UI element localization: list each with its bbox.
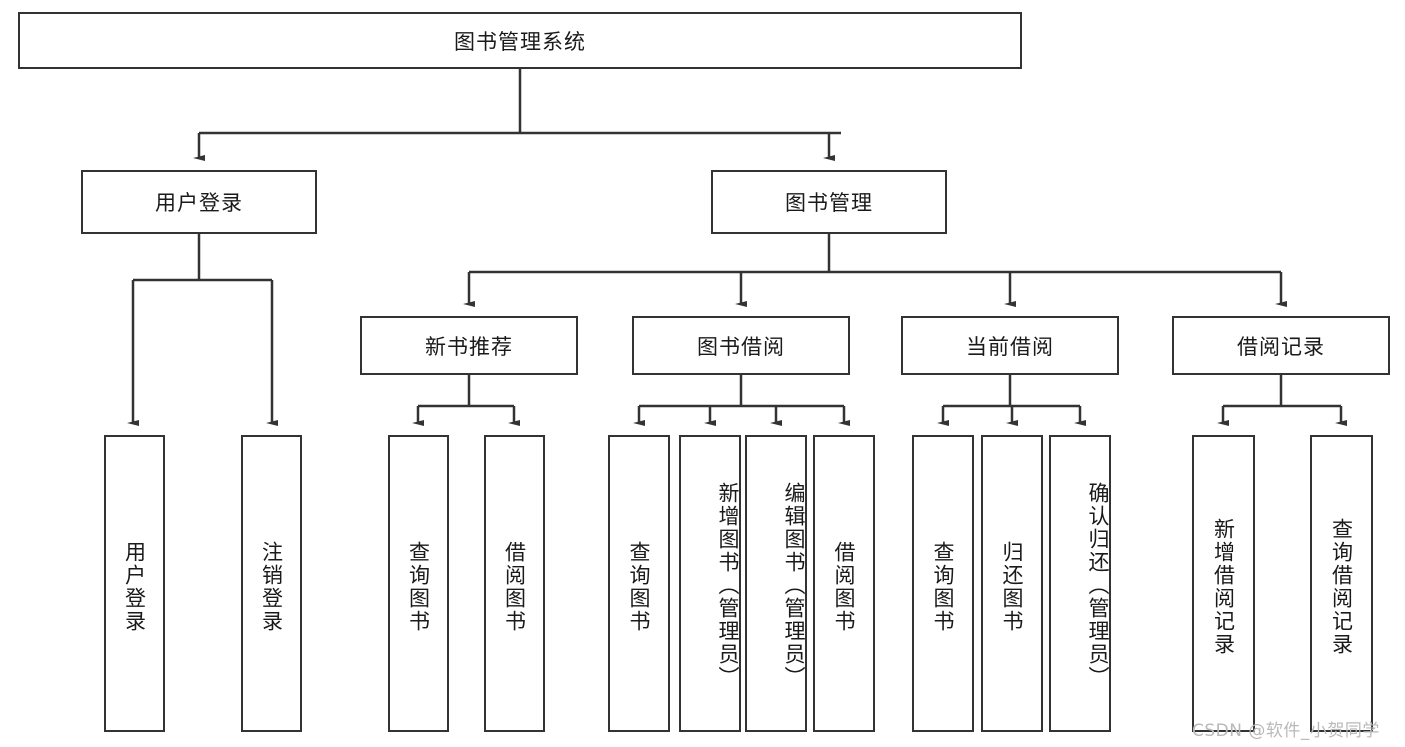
node-leaf-query-book-newbook[interactable]: 查询图书 (388, 435, 449, 732)
node-label: 图书管理系统 (454, 29, 586, 54)
node-label: 借阅图书 (832, 540, 857, 633)
node-current-borrow[interactable]: 当前借阅 (901, 316, 1119, 375)
node-label: 新书推荐 (425, 334, 513, 359)
node-label: 新增借阅记录 (1211, 517, 1236, 656)
node-leaf-borrow-book-newbook[interactable]: 借阅图书 (484, 435, 545, 732)
node-label: 图书管理 (785, 191, 873, 215)
node-label: 查询图书 (627, 540, 652, 633)
node-book-management[interactable]: 图书管理 (711, 170, 947, 234)
node-leaf-query-book-current[interactable]: 查询图书 (912, 435, 974, 732)
node-label: 查询借阅记录 (1329, 517, 1354, 656)
node-label: 编辑图书（管理员） (782, 482, 806, 689)
node-label: 当前借阅 (966, 334, 1054, 359)
node-leaf-edit-book-admin[interactable]: 编辑图书（管理员） (745, 435, 807, 732)
node-leaf-add-book-admin[interactable]: 新增图书（管理员） (679, 435, 741, 732)
node-label: 确认归还（管理员） (1086, 482, 1110, 689)
node-leaf-query-borrow-record[interactable]: 查询借阅记录 (1310, 435, 1373, 732)
node-user-login[interactable]: 用户登录 (81, 170, 317, 234)
watermark: CSDN @软件_小贺同学 (1192, 721, 1380, 741)
node-label: 查询图书 (931, 540, 956, 633)
node-root-book-management-system[interactable]: 图书管理系统 (18, 12, 1022, 69)
node-label: 借阅记录 (1237, 334, 1325, 359)
node-borrow-record[interactable]: 借阅记录 (1172, 316, 1390, 375)
node-label: 归还图书 (1000, 540, 1025, 633)
node-leaf-confirm-return-admin[interactable]: 确认归还（管理员） (1049, 435, 1111, 732)
node-leaf-borrow-book[interactable]: 借阅图书 (813, 435, 875, 732)
node-new-book-recommendation[interactable]: 新书推荐 (360, 316, 578, 375)
node-label: 图书借阅 (697, 334, 785, 359)
node-label: 借阅图书 (502, 540, 527, 633)
node-leaf-return-book[interactable]: 归还图书 (981, 435, 1043, 732)
node-label: 用户登录 (155, 191, 243, 215)
node-leaf-user-login[interactable]: 用户登录 (104, 435, 165, 732)
node-label: 新增图书（管理员） (716, 482, 740, 689)
node-label: 查询图书 (406, 540, 431, 633)
node-leaf-logout[interactable]: 注销登录 (241, 435, 302, 732)
node-label: 注销登录 (259, 540, 284, 633)
node-book-borrow[interactable]: 图书借阅 (632, 316, 850, 375)
node-leaf-query-book-borrow[interactable]: 查询图书 (608, 435, 670, 732)
node-label: 用户登录 (122, 540, 147, 633)
node-leaf-add-borrow-record[interactable]: 新增借阅记录 (1192, 435, 1255, 732)
